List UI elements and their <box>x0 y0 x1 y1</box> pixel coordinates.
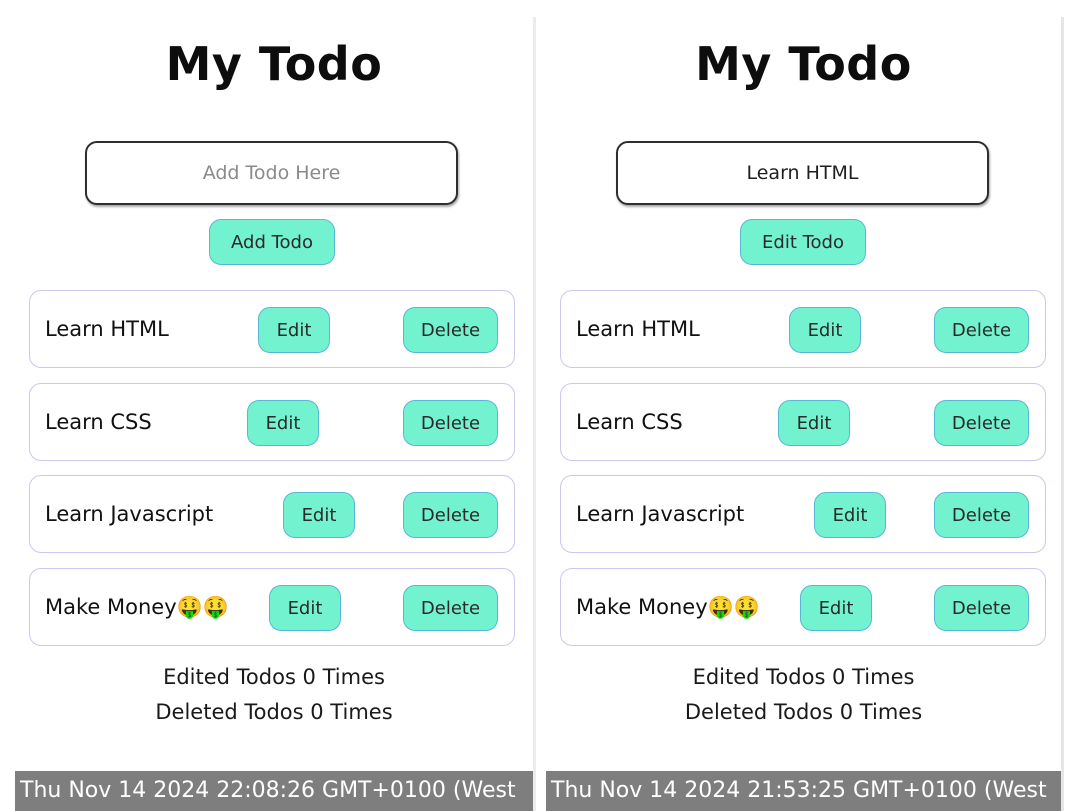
todo-input[interactable] <box>616 141 989 205</box>
todo-input[interactable] <box>85 141 458 205</box>
edited-counter: Edited Todos 0 Times <box>163 665 385 689</box>
todo-label: Make Money🤑🤑 <box>576 594 760 619</box>
edit-button[interactable]: Edit <box>789 307 861 353</box>
edit-button[interactable]: Edit <box>283 492 355 538</box>
todo-item: Make Money🤑🤑 Edit Delete <box>560 568 1046 646</box>
todo-label: Learn Javascript <box>576 502 745 526</box>
edit-button[interactable]: Edit <box>800 585 872 631</box>
edit-button[interactable]: Edit <box>814 492 886 538</box>
app-title: My Todo <box>165 37 383 91</box>
todo-item: Learn HTML Edit Delete <box>29 290 515 368</box>
delete-button[interactable]: Delete <box>934 307 1029 353</box>
todo-item: Make Money🤑🤑 Edit Delete <box>29 568 515 646</box>
delete-button[interactable]: Delete <box>403 307 498 353</box>
todo-app-panel-left: My Todo Add Todo Learn HTML Edit Delete … <box>15 17 533 811</box>
edit-button[interactable]: Edit <box>247 400 319 446</box>
todo-item: Learn CSS Edit Delete <box>29 383 515 461</box>
todo-item: Learn Javascript Edit Delete <box>560 475 1046 553</box>
edit-todo-button[interactable]: Edit Todo <box>740 219 866 265</box>
delete-button[interactable]: Delete <box>403 492 498 538</box>
delete-button[interactable]: Delete <box>403 585 498 631</box>
delete-button[interactable]: Delete <box>403 400 498 446</box>
edit-button[interactable]: Edit <box>258 307 330 353</box>
delete-button[interactable]: Delete <box>934 400 1029 446</box>
todo-item: Learn HTML Edit Delete <box>560 290 1046 368</box>
todo-label: Make Money🤑🤑 <box>45 594 229 619</box>
todo-app-panel-right: My Todo Edit Todo Learn HTML Edit Delete… <box>546 17 1064 811</box>
todo-label: Learn HTML <box>576 317 700 341</box>
todo-item: Learn Javascript Edit Delete <box>29 475 515 553</box>
app-title: My Todo <box>695 37 912 91</box>
delete-button[interactable]: Delete <box>934 585 1029 631</box>
edited-counter: Edited Todos 0 Times <box>692 665 915 689</box>
todo-label: Learn CSS <box>576 410 683 434</box>
todo-item: Learn CSS Edit Delete <box>560 383 1046 461</box>
todo-label: Learn Javascript <box>45 502 214 526</box>
todo-label: Learn HTML <box>45 317 169 341</box>
panel-divider <box>533 17 536 811</box>
delete-button[interactable]: Delete <box>934 492 1029 538</box>
deleted-counter: Deleted Todos 0 Times <box>684 700 923 724</box>
edit-button[interactable]: Edit <box>778 400 850 446</box>
todo-label: Learn CSS <box>45 410 152 434</box>
edit-button[interactable]: Edit <box>269 585 341 631</box>
date-bar: Thu Nov 14 2024 22:08:26 GMT+0100 (West <box>15 771 533 811</box>
deleted-counter: Deleted Todos 0 Times <box>155 700 393 724</box>
date-bar: Thu Nov 14 2024 21:53:25 GMT+0100 (West <box>546 771 1061 811</box>
add-todo-button[interactable]: Add Todo <box>209 219 335 265</box>
